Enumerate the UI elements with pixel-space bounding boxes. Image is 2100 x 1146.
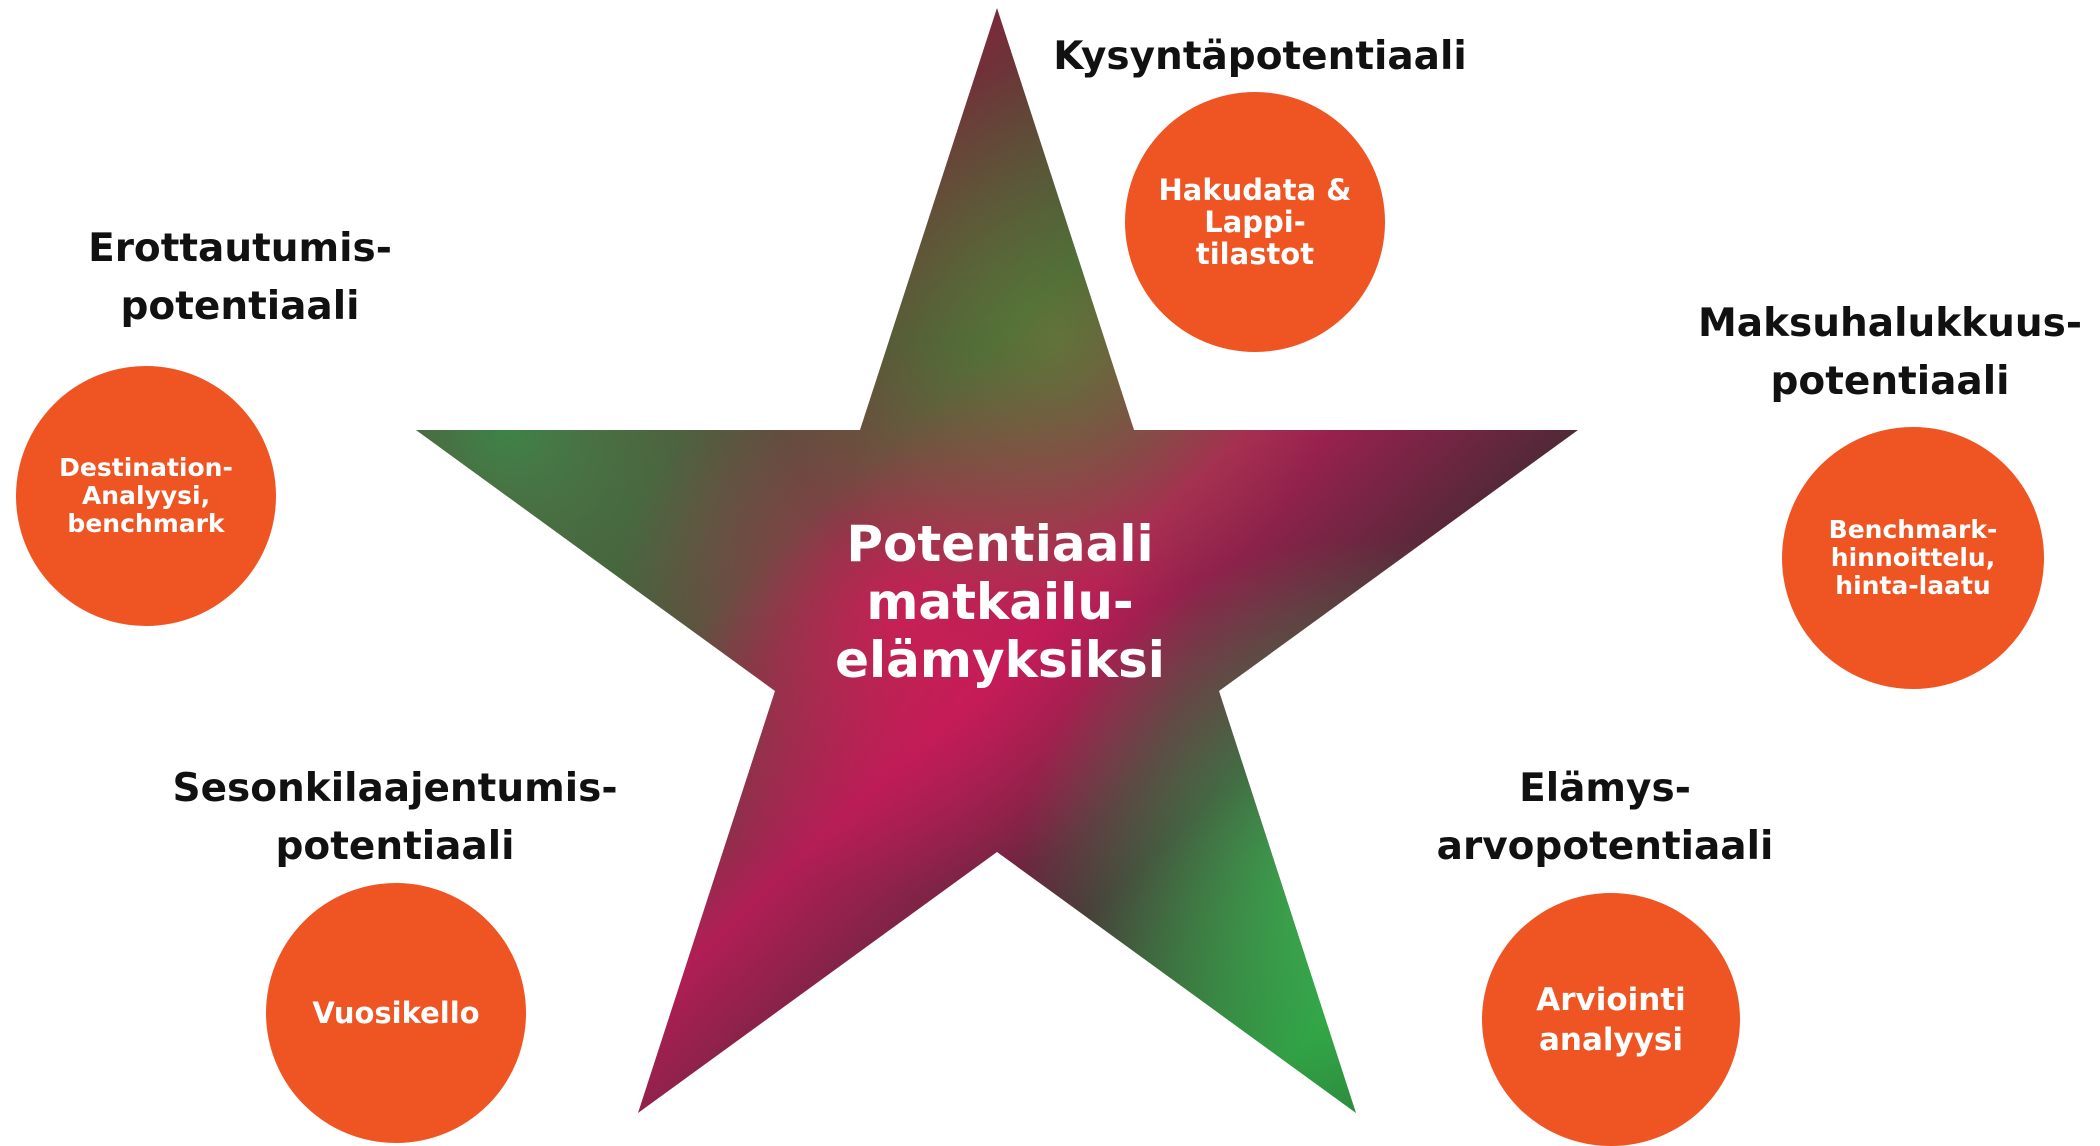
circle-line: analyysi [1538, 1021, 1684, 1058]
heading-line: potentiaali [120, 284, 360, 329]
heading-line: potentiaali [1770, 359, 2010, 404]
circle-line: Arviointi [1536, 981, 1686, 1018]
circle-line: Lappi- [1204, 205, 1306, 239]
kysynta-circle: Hakudata & Lappi- tilastot [1125, 92, 1385, 352]
center-title: Potentiaali matkailu- elämyksiksi [800, 515, 1200, 689]
sesonki-circle: Vuosikello [266, 883, 526, 1143]
center-title-line: elämyksiksi [835, 631, 1165, 689]
circle-line: hinnoittelu, [1830, 543, 1996, 572]
heading-line: Maksuhalukkuus- [1697, 301, 2083, 346]
circle-line: Vuosikello [312, 996, 480, 1030]
circle-line: Hakudata & [1158, 173, 1352, 207]
circle-line: benchmark [67, 509, 225, 538]
center-title-line: matkailu- [866, 573, 1134, 631]
erottautumis-heading: Erottautumis- potentiaali [70, 220, 410, 336]
heading-line: potentiaali [275, 824, 515, 869]
heading-line: Sesonkilaajentumis- [172, 766, 618, 811]
circle-line: Analyysi, [81, 481, 211, 510]
elamys-circle: Arviointi analyysi [1482, 893, 1740, 1146]
heading-line: Elämys- [1519, 766, 1691, 811]
circle-line: Destination- [59, 453, 233, 482]
center-title-line: Potentiaali [846, 515, 1154, 573]
circle-line: Benchmark- [1828, 515, 1998, 544]
heading-line: Erottautumis- [88, 226, 392, 271]
maksuhalukkuus-heading: Maksuhalukkuus- potentiaali [1690, 295, 2090, 411]
sesonki-heading: Sesonkilaajentumis- potentiaali [150, 760, 640, 876]
maksuhalukkuus-circle: Benchmark- hinnoittelu, hinta-laatu [1782, 427, 2044, 689]
circle-line: hinta-laatu [1835, 571, 1991, 600]
heading-line: arvopotentiaali [1436, 824, 1774, 869]
kysynta-heading: Kysyntäpotentiaali [1040, 28, 1480, 86]
elamys-heading: Elämys- arvopotentiaali [1420, 760, 1790, 876]
heading-line: Kysyntäpotentiaali [1053, 34, 1467, 79]
erottautumis-circle: Destination- Analyysi, benchmark [16, 366, 276, 626]
circle-line: tilastot [1195, 237, 1315, 271]
